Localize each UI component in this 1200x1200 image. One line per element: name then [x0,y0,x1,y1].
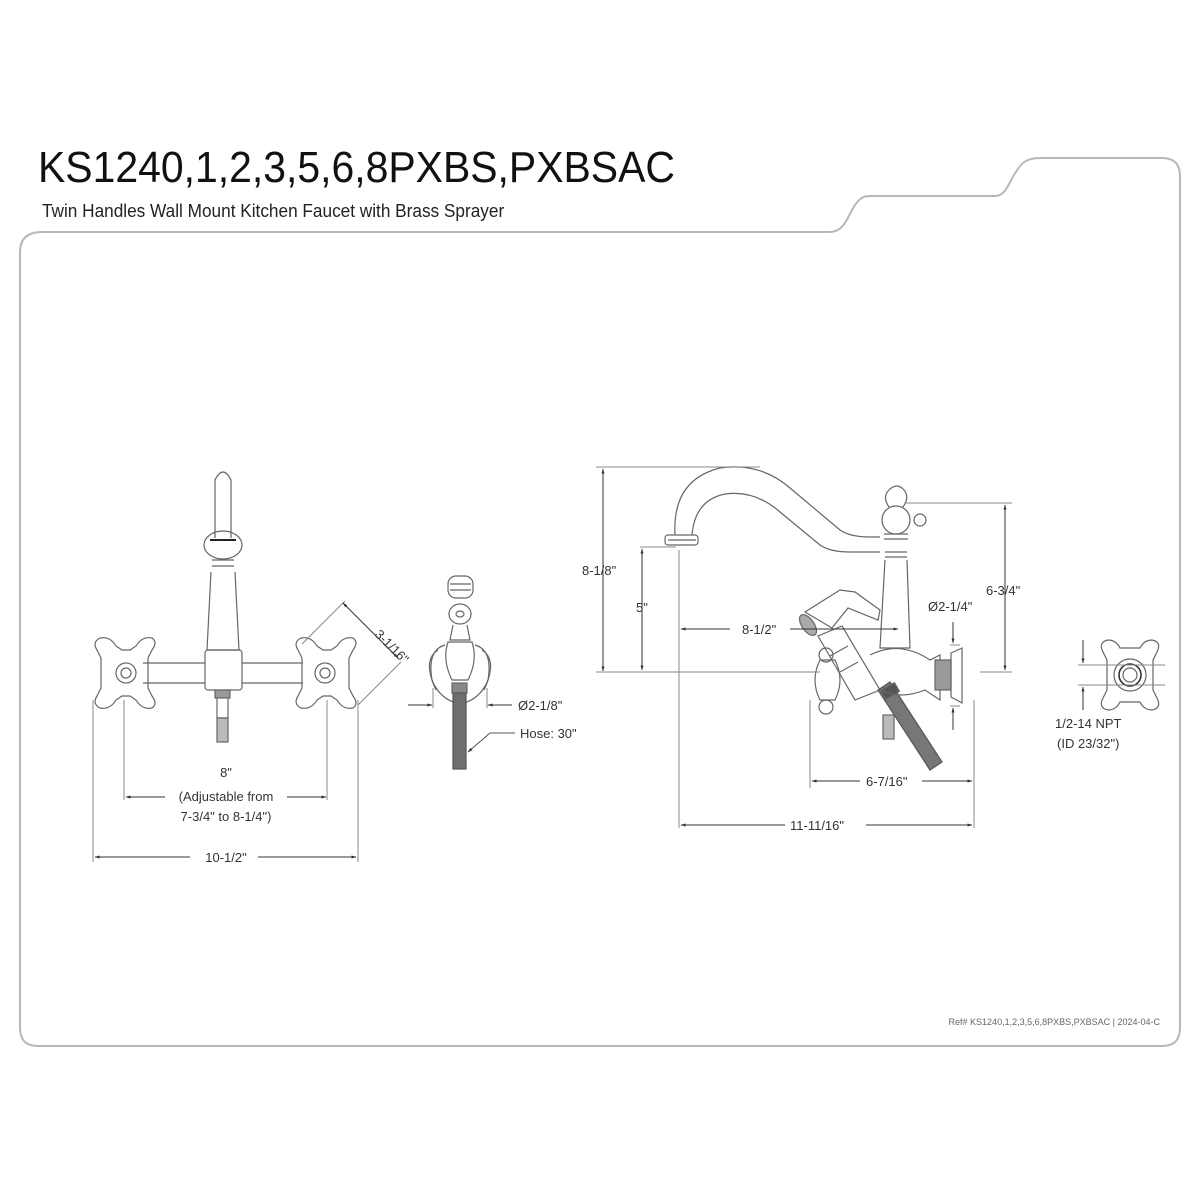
model-title: KS1240,1,2,3,5,6,8PXBS,PXBSAC [38,143,675,192]
adjustable-note-line1: (Adjustable from [179,789,274,804]
footer-reference: Ref# KS1240,1,2,3,5,6,8PXBS,PXBSAC | 202… [949,1017,1161,1027]
spout-reach-label: 8-1/2" [742,622,777,637]
sprayer-diameter-label: Ø2-1/8" [518,698,563,713]
spout-tube [214,471,232,538]
overall-width-label: 10-1/2" [205,850,247,865]
side-view [596,466,1012,828]
frame-outline [19,157,1181,1047]
adjustable-note-line2: 7-3/4" to 8-1/4") [181,809,272,824]
inlet-view [1078,639,1165,711]
overall-depth-label: 11-11/16" [790,818,844,833]
front-view [92,471,402,862]
spout-height-label: 5" [636,600,648,615]
left-cross-handle-icon [94,637,156,709]
spout-body [206,571,240,651]
spout-inner [691,492,880,553]
center-spacing-label: 8" [220,765,232,780]
product-description: Twin Handles Wall Mount Kitchen Faucet w… [42,200,505,221]
sprayer-view [408,575,515,770]
right-cross-handle-icon [295,637,357,709]
flange-diameter-label: Ø2-1/4" [928,599,973,614]
thread-spec-line2: (ID 23/32") [1057,736,1119,751]
inlet-cross-handle-icon [1100,639,1160,711]
hose-length-label: Hose: 30" [520,726,577,741]
handle-height-label: 6-3/4" [986,583,1021,598]
sprayer-depth-label: 6-7/16" [866,774,908,789]
spout-outer [674,466,880,538]
handle-diagonal-label: 3-1/16" [372,627,412,667]
thread-spec-line1: 1/2-14 NPT [1055,716,1122,731]
overall-height-label: 8-1/8" [582,563,617,578]
